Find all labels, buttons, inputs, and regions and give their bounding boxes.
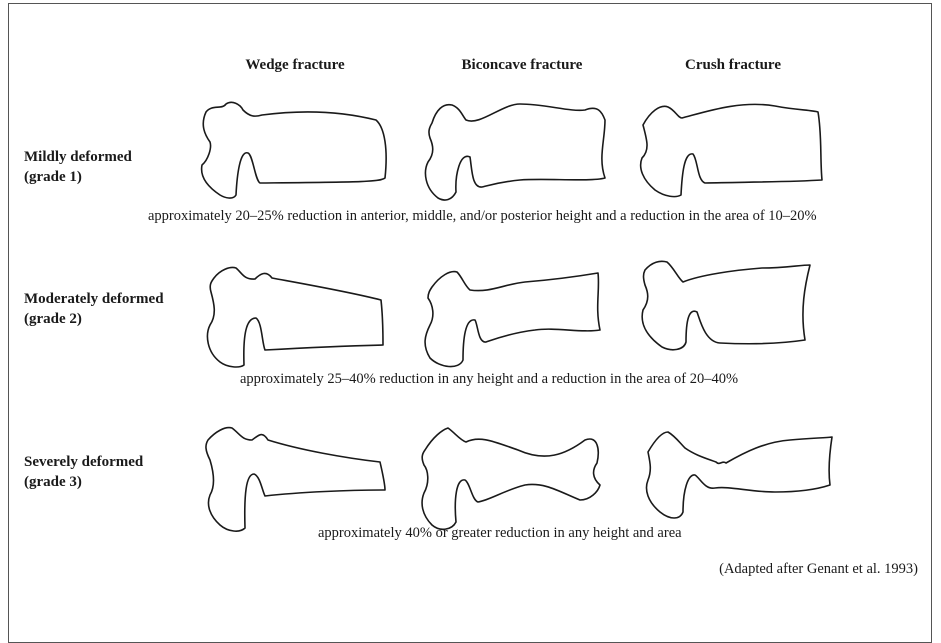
vertebra-wedge-grade1 <box>202 102 387 198</box>
vertebra-biconcave-grade3 <box>422 428 600 529</box>
vertebra-biconcave-grade2 <box>425 272 600 367</box>
vertebra-crush-grade1 <box>641 104 822 196</box>
vertebra-crush-grade3 <box>647 432 833 518</box>
vertebra-diagrams <box>0 0 941 622</box>
vertebra-wedge-grade3 <box>206 428 385 532</box>
vertebra-biconcave-grade1 <box>425 104 605 200</box>
vertebra-wedge-grade2 <box>207 267 383 366</box>
vertebra-crush-grade2 <box>642 261 810 349</box>
